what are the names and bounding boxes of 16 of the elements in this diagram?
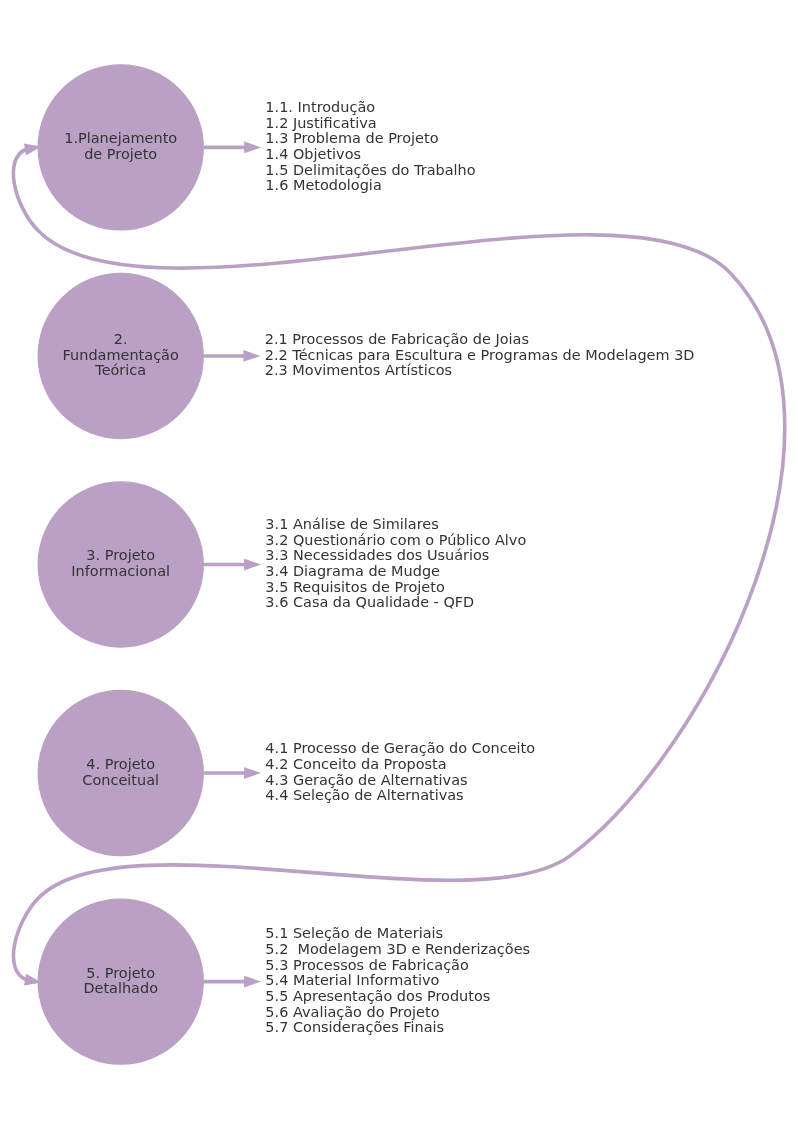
node-text: 1.1. Introdução 1.2 Justificativa 1.3 Problema de Projeto 1.4 Objetivos 1.5 Delimitações do Trabalho 1.6 Metodologia bbox=[265, 98, 476, 193]
arrow bbox=[203, 349, 261, 362]
arrow bbox=[203, 766, 262, 779]
arrow bbox=[203, 975, 262, 988]
node-circle: 3. Projeto Informacional bbox=[37, 480, 204, 648]
node-text: 4.1 Processo de Geração do Conceito 4.2 Conceito da Proposta 4.3 Geração de Alternativas 4.4 Seleção de Alternativas bbox=[265, 739, 536, 803]
node-text: 3.1 Análise de Similares 3.2 Questionário com o Público Alvo 3.3 Necessidades dos Usuários 3.4 Diagrama de Mudge 3.5 Requisitos de Projeto 3.6 Casa da Qualidade - QFD bbox=[265, 515, 527, 610]
arrow bbox=[203, 558, 262, 570]
arrow bbox=[203, 140, 262, 153]
node-circle: 5. Projeto Detalhado bbox=[37, 897, 204, 1065]
node-text: 2.1 Processos de Fabricação de Joias 2.2 Técnicas para Escultura e Programas de Modelagem 3D 2.3 Movimentos Artísticos bbox=[264, 330, 695, 378]
node-circle: 4. Projeto Conceitual bbox=[37, 689, 204, 856]
arrow bbox=[12, 142, 786, 986]
node-circle: 1.Planejamento de Projeto bbox=[37, 63, 204, 231]
node-text: 5.1 Seleção de Materiais 5.2 Modelagem 3D e Renderizações 5.3 Processos de Fabricação 5.4 Material Informativo 5.5 Apresentação dos Produtos 5.6 Avaliação do Projeto 5.7 Considerações Finais bbox=[265, 924, 531, 1035]
node-circle: 2. Fundamentação Teórica bbox=[37, 272, 204, 439]
